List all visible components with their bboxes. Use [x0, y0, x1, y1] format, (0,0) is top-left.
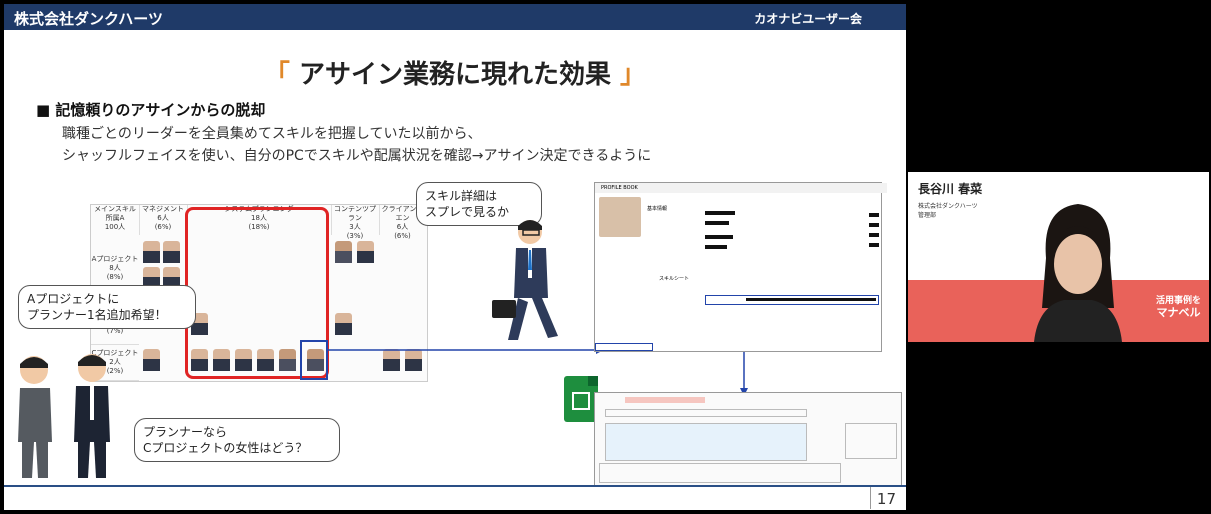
- employee-avatar[interactable]: [163, 241, 180, 263]
- skill-sheet-link[interactable]: [705, 295, 879, 305]
- request-bubble: Aプロジェクトにプランナー1名追加希望！: [18, 285, 196, 329]
- title-bracket-open: 「: [263, 60, 290, 90]
- employee-avatar[interactable]: [335, 241, 352, 263]
- grid-row-header: (7%): [91, 307, 139, 345]
- title-bracket-close: 」: [620, 60, 647, 90]
- participant-company: 株式会社ダンクハーツ: [918, 203, 978, 210]
- event-name: カオナビユーザー会: [754, 12, 862, 26]
- google-sheets-icon: [564, 376, 598, 422]
- employee-avatar[interactable]: [335, 313, 352, 335]
- employee-avatar[interactable]: [213, 349, 230, 371]
- skill-detail-bubble: スキル詳細はスプレで見るか: [416, 182, 542, 226]
- participant-dept: 管理部: [918, 212, 937, 219]
- employee-avatar[interactable]: [279, 349, 296, 371]
- video-brand-label: 活用事例をマナベル: [1155, 296, 1201, 319]
- employee-avatar[interactable]: [257, 349, 274, 371]
- title-text: アサイン業務に現れた効果: [289, 60, 621, 90]
- employee-avatar[interactable]: [143, 349, 160, 371]
- selected-employee-highlight: [300, 340, 328, 380]
- page-number: 17: [876, 490, 896, 508]
- skill-sheet-screenshot: [594, 392, 902, 486]
- presentation-slide: 株式会社ダンクハーツ カオナビユーザー会 「 アサイン業務に現れた効果 」 ■ …: [4, 4, 906, 510]
- footer-line: [4, 485, 906, 487]
- slide-header: 株式会社ダンクハーツ カオナビユーザー会: [4, 4, 906, 30]
- employee-avatar[interactable]: [163, 267, 180, 289]
- employee-avatar[interactable]: [235, 349, 252, 371]
- two-businessmen-illustration: [18, 354, 110, 478]
- section-heading: ■ 記憶頼りのアサインからの脱却: [36, 101, 266, 119]
- page-separator: [870, 487, 871, 509]
- participant-video[interactable]: 長谷川 春菜 株式会社ダンクハーツ 管理部 活用事例をマナベル: [908, 172, 1209, 342]
- profile-book-screenshot: PROFILE BOOK 基本情報 スキルシート: [594, 182, 887, 352]
- sidebar-selected-item[interactable]: [595, 343, 653, 351]
- employee-avatar[interactable]: [383, 349, 400, 371]
- company-name: 株式会社ダンクハーツ: [14, 10, 163, 28]
- body-line-2: シャッフルフェイスを使い、自分のPCでスキルや配属状況を確認→アサイン決定できる…: [62, 148, 652, 164]
- participant-name: 長谷川 春菜: [918, 182, 983, 196]
- employee-avatar[interactable]: [357, 241, 374, 263]
- body-line-1: 職種ごとのリーダーを全員集めてスキルを把握していた以前から、: [62, 126, 482, 142]
- profile-photo: [599, 197, 641, 237]
- employee-avatar[interactable]: [405, 349, 422, 371]
- employee-avatar[interactable]: [143, 241, 160, 263]
- participant-figure: [1034, 204, 1122, 342]
- employee-avatar[interactable]: [143, 267, 160, 289]
- employee-avatar[interactable]: [191, 349, 208, 371]
- slide-title: 「 アサイン業務に現れた効果 」: [4, 54, 906, 91]
- profile-section-label: 基本情報: [647, 206, 668, 212]
- profile-book-header: PROFILE BOOK: [595, 183, 887, 193]
- businessman-illustration: [492, 220, 558, 340]
- employee-avatar[interactable]: [307, 349, 324, 371]
- skill-sheet-label: スキルシート: [659, 276, 690, 282]
